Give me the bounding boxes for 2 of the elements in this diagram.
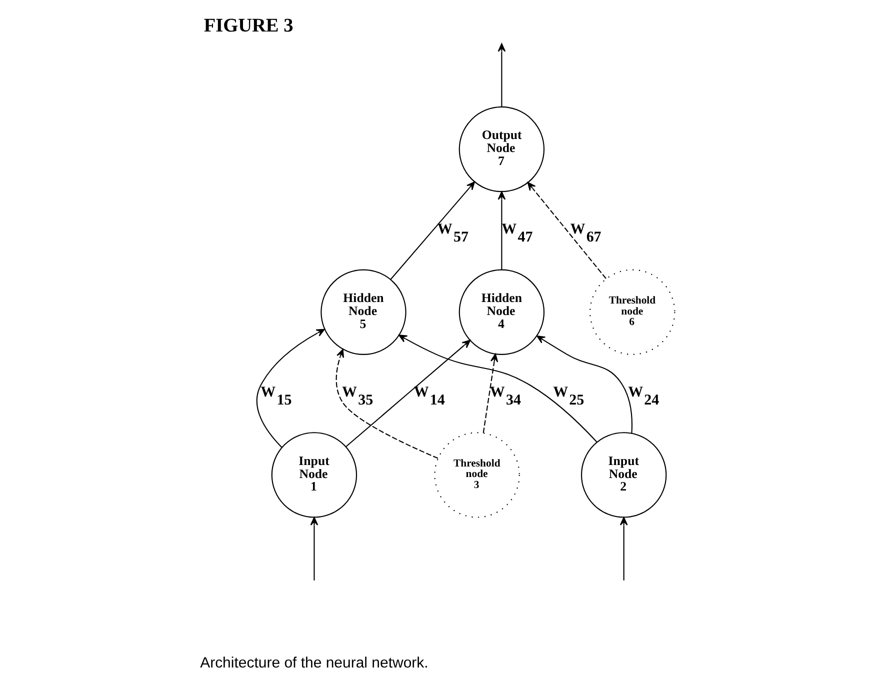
caption: Architecture of the neural network. — [200, 654, 428, 672]
diagram-title: FIGURE 3 — [203, 16, 293, 37]
